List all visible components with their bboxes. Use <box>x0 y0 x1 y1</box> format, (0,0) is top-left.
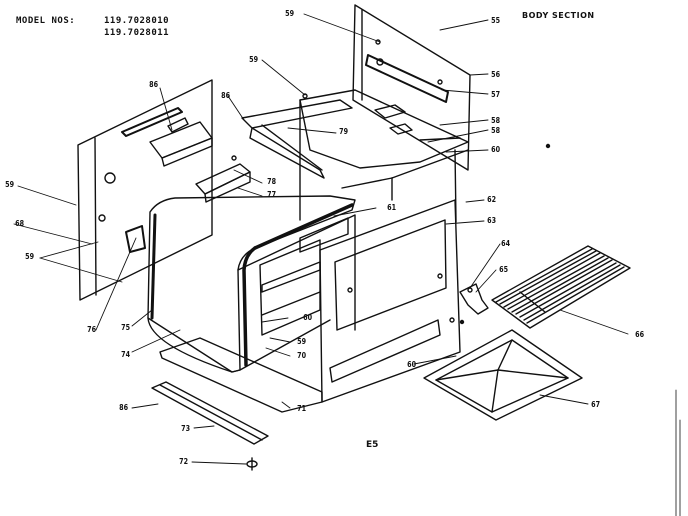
callout-61: 61 <box>387 203 397 212</box>
callout-56: 56 <box>491 70 501 79</box>
callout-72: 72 <box>179 457 189 466</box>
callout-74: 74 <box>121 350 131 359</box>
callout-65: 65 <box>499 265 509 274</box>
page-code: E5 <box>366 440 379 450</box>
top-bracket <box>241 93 353 179</box>
callout-62: 62 <box>487 195 497 204</box>
callout-59: 59 <box>285 9 295 18</box>
callout-78: 78 <box>267 177 277 186</box>
rear-panel <box>352 4 471 171</box>
callout-70: 70 <box>297 351 307 360</box>
left-side-panel <box>77 79 213 301</box>
misc-dots <box>459 143 551 325</box>
bottom-trim <box>151 381 269 445</box>
left-bracket <box>149 117 213 167</box>
callout-59: 59 <box>297 337 307 346</box>
callout-57: 57 <box>491 90 501 99</box>
bottom-panel <box>159 337 323 413</box>
callout-86: 86 <box>221 91 231 100</box>
callout-59: 59 <box>25 252 35 261</box>
body-frame <box>299 99 469 223</box>
callout-60: 60 <box>303 313 313 322</box>
callout-59: 55 <box>491 16 501 25</box>
callout-75: 75 <box>121 323 131 332</box>
callout-71: 71 <box>297 404 307 413</box>
callout-60: 60 <box>491 145 501 154</box>
broiler-pan <box>423 329 583 421</box>
model-label: MODEL NOS: <box>16 16 76 26</box>
middle-bracket <box>195 155 251 203</box>
callout-86: 86 <box>149 80 159 89</box>
rack-support <box>459 283 489 315</box>
callout-86: 86 <box>119 403 129 412</box>
callout-73: 73 <box>181 424 191 433</box>
callout-59: 59 <box>249 55 259 64</box>
callout-79: 79 <box>339 127 349 136</box>
callout-66: 66 <box>635 330 645 339</box>
callout-60: 60 <box>407 360 417 369</box>
callout-64: 64 <box>501 239 511 248</box>
scan-edge-marks <box>675 389 681 516</box>
callout-67: 67 <box>591 400 601 409</box>
model-number-2: 119.7028011 <box>104 28 170 38</box>
callout-77: 77 <box>267 190 277 199</box>
section-title: BODY SECTION <box>522 11 595 20</box>
oven-rack <box>491 245 631 329</box>
screw <box>246 457 258 471</box>
callout-63: 63 <box>487 216 497 225</box>
callout-59: 59 <box>5 180 15 189</box>
top-panel <box>299 89 469 169</box>
front-frame <box>319 199 461 403</box>
callout-58: 58 <box>491 126 501 135</box>
callout-68: 68 <box>15 219 25 228</box>
model-number-1: 119.7028010 <box>104 16 170 26</box>
leader-lines <box>13 13 629 465</box>
callout-58: 58 <box>491 116 501 125</box>
callout-76: 76 <box>87 325 97 334</box>
